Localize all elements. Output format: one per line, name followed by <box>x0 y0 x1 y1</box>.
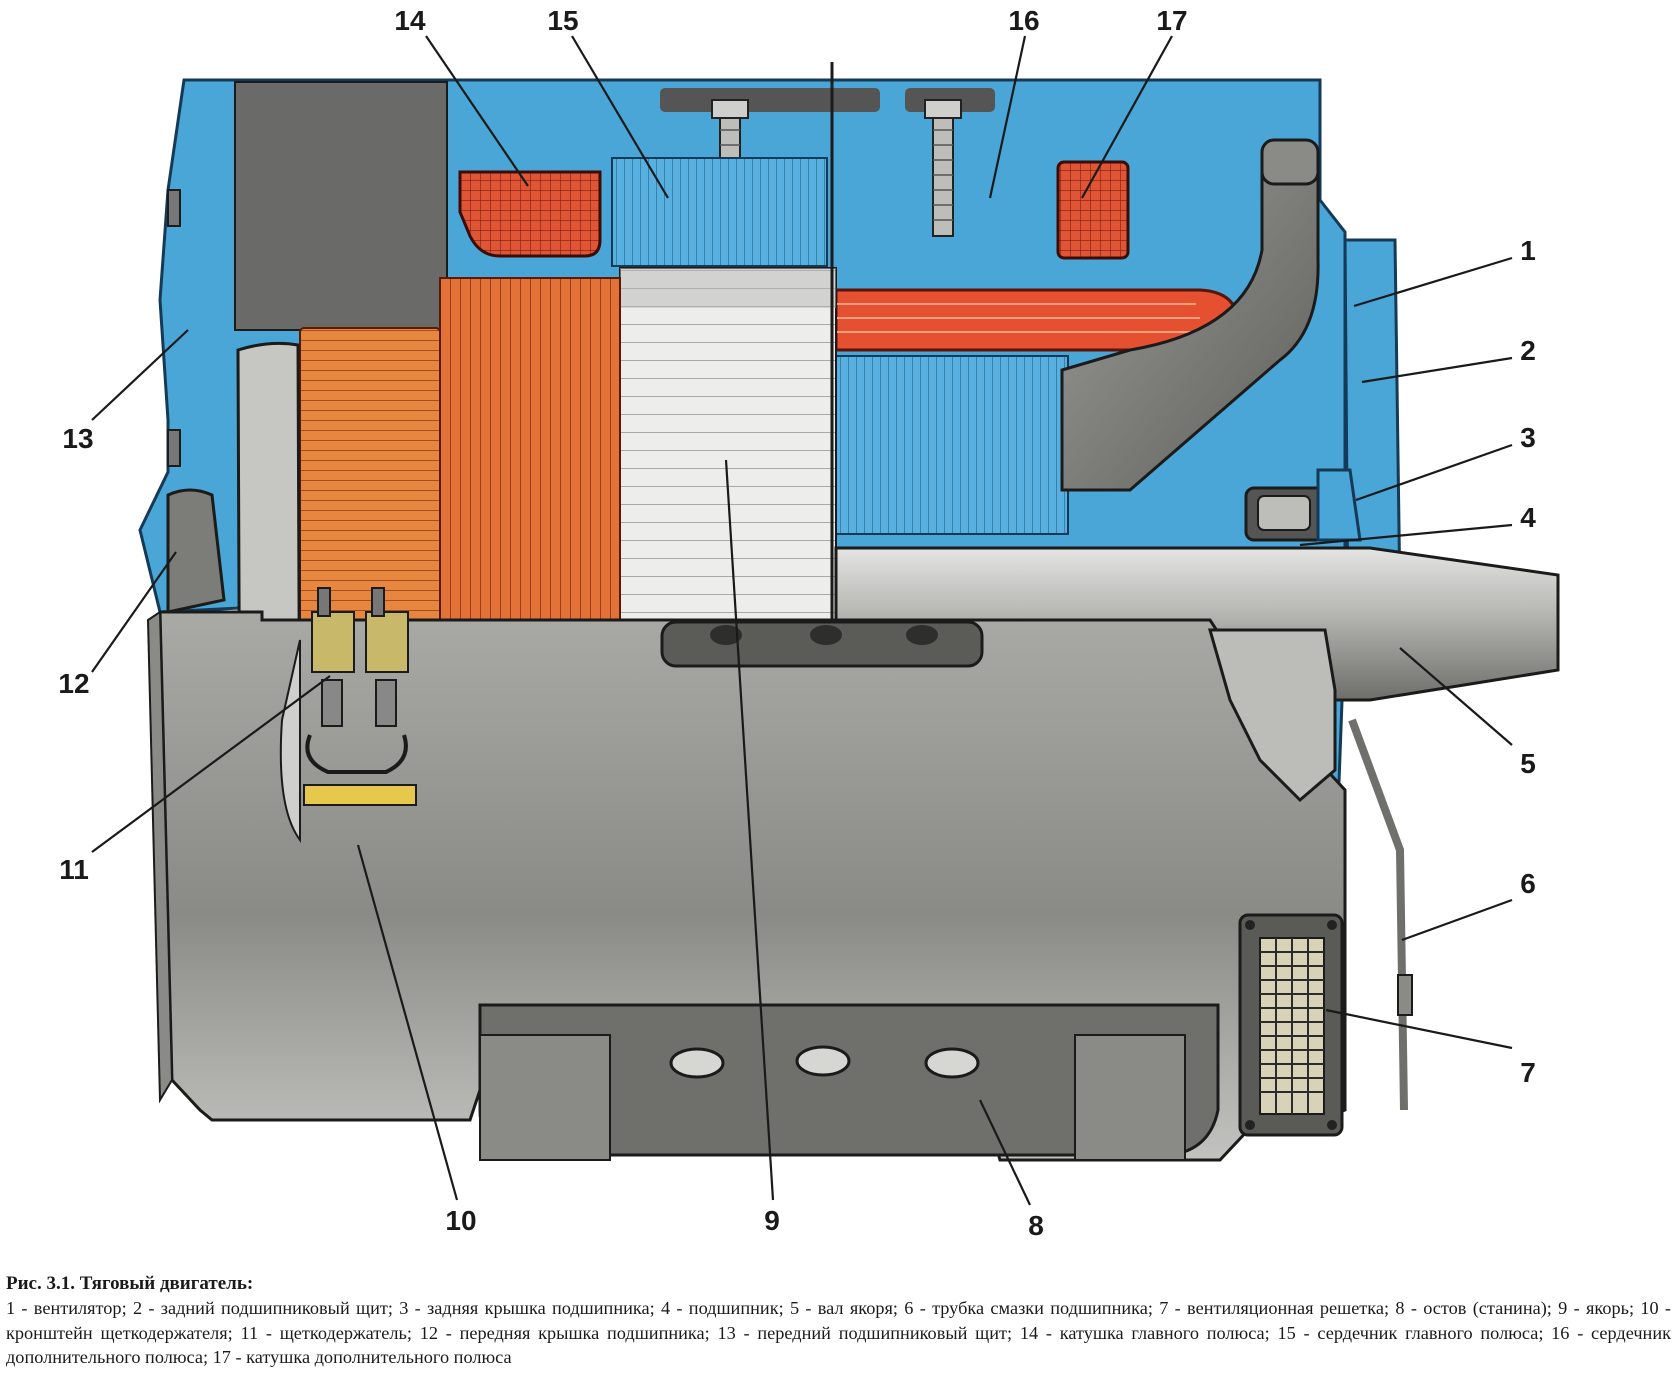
leader-line <box>425 35 529 187</box>
brush-holder <box>305 587 409 774</box>
lubrication-tube <box>1348 718 1408 1111</box>
callout-8: 8 <box>1028 1210 1044 1241</box>
callout-2: 2 <box>1520 335 1536 366</box>
leader-line <box>979 1099 1031 1206</box>
main-pole-coil <box>458 170 602 258</box>
callout-17: 17 <box>1156 5 1187 36</box>
front-bearing-cover <box>166 488 226 614</box>
callout-3: 3 <box>1520 422 1536 453</box>
leader-line <box>91 329 189 421</box>
callout-11: 11 <box>59 854 89 885</box>
leader-line <box>571 35 669 199</box>
callout-4: 4 <box>1520 502 1536 533</box>
leader-line <box>724 459 775 1201</box>
leader-line <box>1081 35 1173 199</box>
armature <box>619 267 837 623</box>
callout-15: 15 <box>547 5 578 36</box>
leader-line <box>1355 443 1513 502</box>
leader-line <box>1299 523 1513 547</box>
callout-14: 14 <box>394 5 426 36</box>
caption-legend: 1 - вентилятор; 2 - задний подшипниковый… <box>6 1298 1671 1367</box>
callout-7: 7 <box>1520 1057 1536 1088</box>
ventilation-grille <box>1238 913 1344 1137</box>
brush-holder-bracket <box>303 784 417 806</box>
callout-6: 6 <box>1520 868 1536 899</box>
leader-line <box>1399 647 1513 746</box>
leader-line <box>1361 356 1513 384</box>
aux-pole-coil <box>1056 160 1130 260</box>
bolt <box>924 99 962 237</box>
callout-10: 10 <box>445 1205 476 1236</box>
traction-motor-cutaway-diagram: 1 2 3 4 5 6 7 8 9 10 11 12 13 14 15 16 1… <box>58 5 1560 1241</box>
leader-line <box>91 551 177 673</box>
leader-line <box>988 35 1027 199</box>
leader-line <box>1353 256 1513 308</box>
main-pole-core <box>611 157 828 267</box>
callout-12: 12 <box>58 668 89 699</box>
leader-line <box>1325 1008 1513 1050</box>
callout-9: 9 <box>764 1205 780 1236</box>
figure-caption: Рис. 3.1. Тяговый двигатель: 1 - вентиля… <box>6 1272 1671 1370</box>
leader-line <box>356 844 459 1201</box>
stator-lamination <box>835 355 1069 535</box>
leader-line <box>91 675 331 853</box>
callout-16: 16 <box>1008 5 1039 36</box>
leader-line <box>1401 898 1513 942</box>
callout-13: 13 <box>62 423 93 454</box>
callout-1: 1 <box>1520 235 1536 266</box>
callout-5: 5 <box>1520 748 1536 779</box>
caption-title: Рис. 3.1. Тяговый двигатель: <box>6 1273 254 1294</box>
